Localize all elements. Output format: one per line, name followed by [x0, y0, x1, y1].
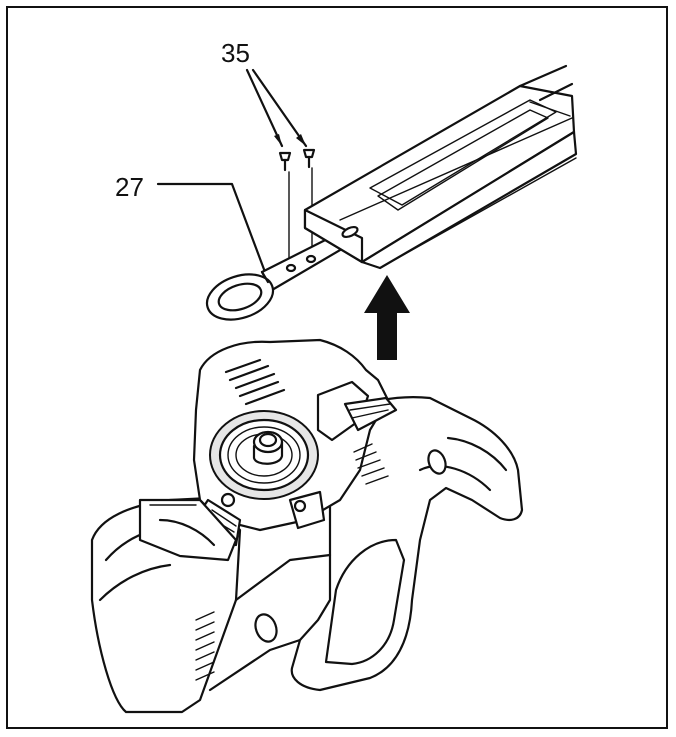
callout-label-27: 27: [115, 172, 144, 202]
shading-marks: [353, 443, 389, 485]
leader-lines-35: [245, 68, 308, 148]
blade-cover-plate: [205, 223, 366, 321]
hedge-trimmer-blade: [303, 64, 578, 270]
leader-line-27: [156, 182, 267, 274]
trimmer-body: [90, 338, 524, 714]
screw-right: [302, 148, 316, 169]
screw-left: [278, 151, 292, 172]
arrow-up-icon: [364, 275, 410, 360]
callout-label-35: 35: [221, 38, 250, 68]
